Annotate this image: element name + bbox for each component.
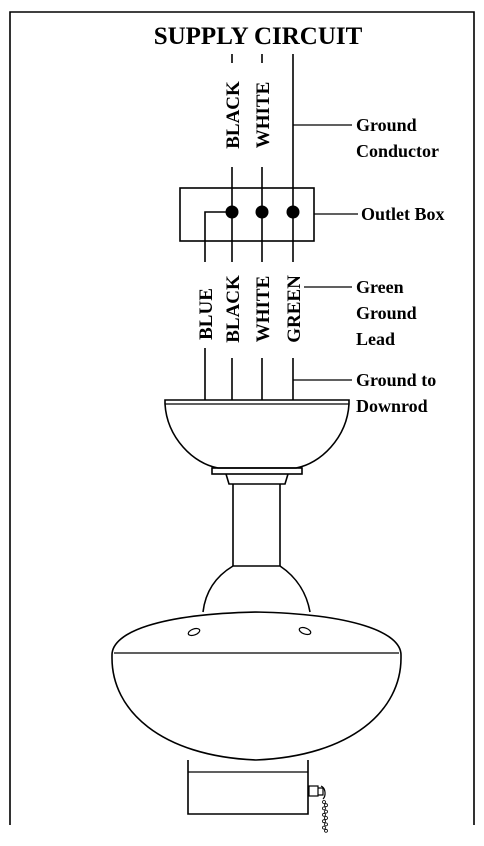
fan-wire-label-blue: BLUE — [196, 288, 217, 340]
outlet-box-label: Outlet Box — [361, 204, 445, 224]
green-ground-lead-label-line3: Lead — [356, 329, 395, 349]
pull-chain-bead — [324, 816, 328, 820]
fan-canopy — [164, 399, 350, 475]
fan-wire-label-green: GREEN — [284, 275, 305, 343]
motor-housing — [111, 611, 402, 761]
ground-conductor-label-line1: Ground — [356, 115, 417, 135]
fan-wire-label-black: BLACK — [223, 275, 244, 343]
downrod — [225, 473, 289, 566]
pull-chain-beads — [322, 800, 328, 833]
pull-chain-bead — [324, 803, 328, 808]
pull-chain-bead — [324, 828, 328, 833]
pull-chain-bead — [324, 809, 328, 814]
pull-chain-bead — [324, 822, 328, 827]
motor-collar — [202, 565, 311, 613]
pull-chain — [308, 785, 326, 800]
pull-chain-bead — [322, 819, 326, 824]
switch-housing — [187, 760, 309, 815]
pull-chain-bead — [322, 806, 326, 811]
green-ground-lead-label-line1: Green — [356, 277, 404, 297]
supply-circuit-title: SUPPLY CIRCUIT — [154, 23, 363, 50]
pull-chain-bead — [322, 825, 326, 830]
supply-wire-label-white: WHITE — [253, 82, 274, 149]
fan-wire-label-white: WHITE — [253, 276, 274, 343]
page-frame — [9, 11, 475, 825]
green-ground-lead-label-line2: Ground — [356, 303, 417, 323]
pull-chain-bead — [322, 800, 326, 804]
ground-to-downrod-label-line2: Downrod — [356, 396, 428, 416]
pull-chain-bead — [322, 812, 326, 817]
ground-conductor-label-line2: Conductor — [356, 141, 439, 161]
supply-wire-label-black: BLACK — [223, 81, 244, 149]
ground-to-downrod-label-line1: Ground to — [356, 370, 436, 390]
